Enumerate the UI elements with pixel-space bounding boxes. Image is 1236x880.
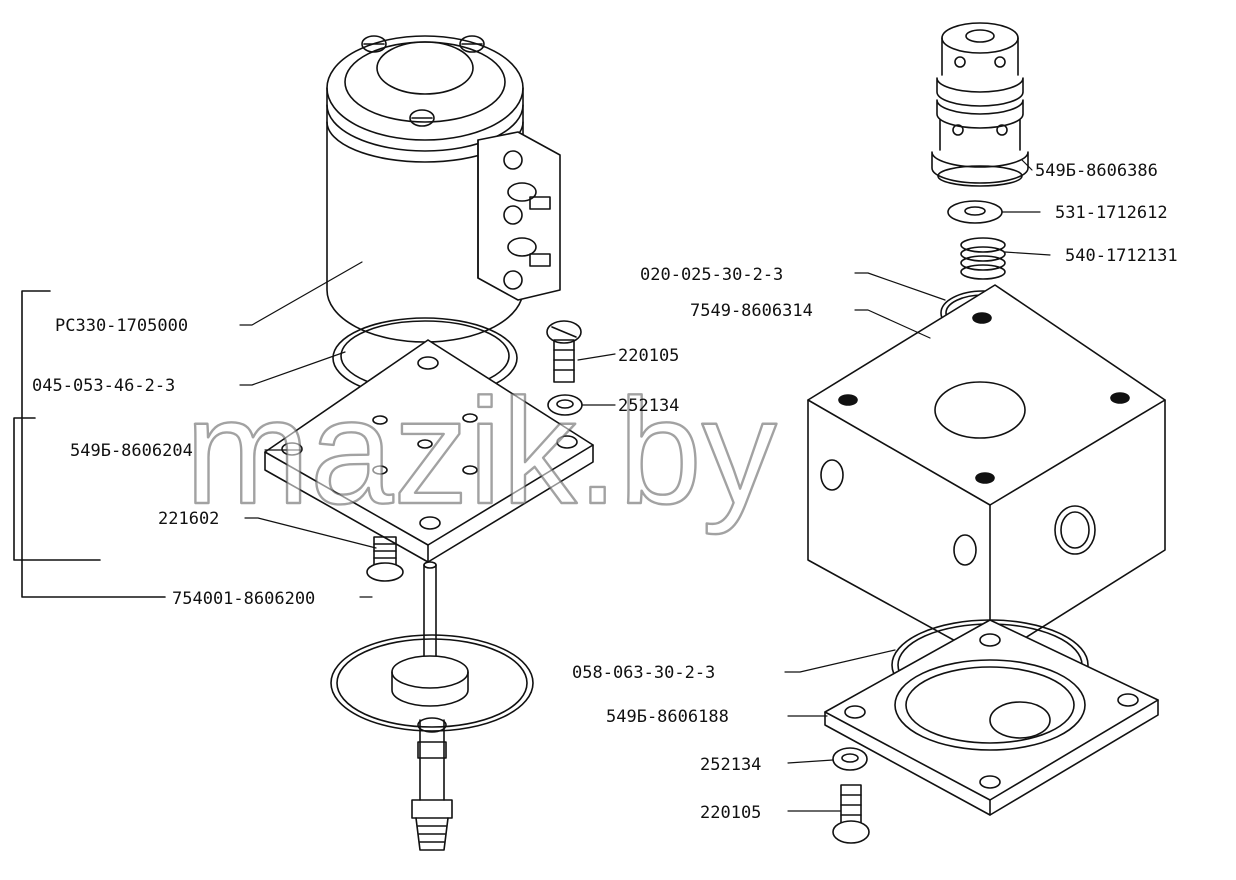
bolt-220105-bottom	[832, 784, 870, 844]
leader-lines	[239, 159, 1051, 812]
label-oring-045: 045-053-46-2-3	[32, 376, 175, 396]
group-brackets	[13, 290, 166, 598]
label-plate-8606204: 549Б-8606204	[70, 441, 193, 461]
label-spring-540: 540-1712131	[1065, 246, 1178, 266]
label-screw-221602: 221602	[158, 509, 219, 529]
label-bolt-220105-top: 220105	[618, 346, 679, 366]
label-valve-8606386: 549Б-8606386	[1035, 161, 1158, 181]
label-washer-252134-bottom: 252134	[700, 755, 761, 775]
watermark-text: mazik.by	[185, 367, 777, 535]
spring-540	[960, 237, 1006, 280]
label-washer-252134-top: 252134	[618, 396, 679, 416]
label-body-7549: 7549-8606314	[690, 301, 813, 321]
label-oring-058: 058-063-30-2-3	[572, 663, 715, 683]
washer-531	[947, 200, 1003, 224]
solenoid-coil	[326, 35, 561, 343]
screw-221602	[366, 536, 404, 582]
part-labels: PC330-1705000 045-053-46-2-3 549Б-860620…	[32, 161, 1178, 823]
label-washer-531: 531-1712612	[1055, 203, 1168, 223]
base-plate-right	[824, 619, 1159, 816]
valve-cartridge	[931, 22, 1029, 187]
label-bolt-220105-bottom: 220105	[700, 803, 761, 823]
label-plate-8606188: 549Б-8606188	[606, 707, 729, 727]
washer-252134-bottom	[832, 747, 868, 771]
label-pc330: PC330-1705000	[55, 316, 188, 336]
plunger-assembly	[330, 561, 534, 851]
label-assembly-754001: 754001-8606200	[172, 589, 315, 609]
bolt-220105-top	[546, 320, 582, 383]
label-oring-020: 020-025-30-2-3	[640, 265, 783, 285]
valve-body-cube	[807, 284, 1166, 661]
